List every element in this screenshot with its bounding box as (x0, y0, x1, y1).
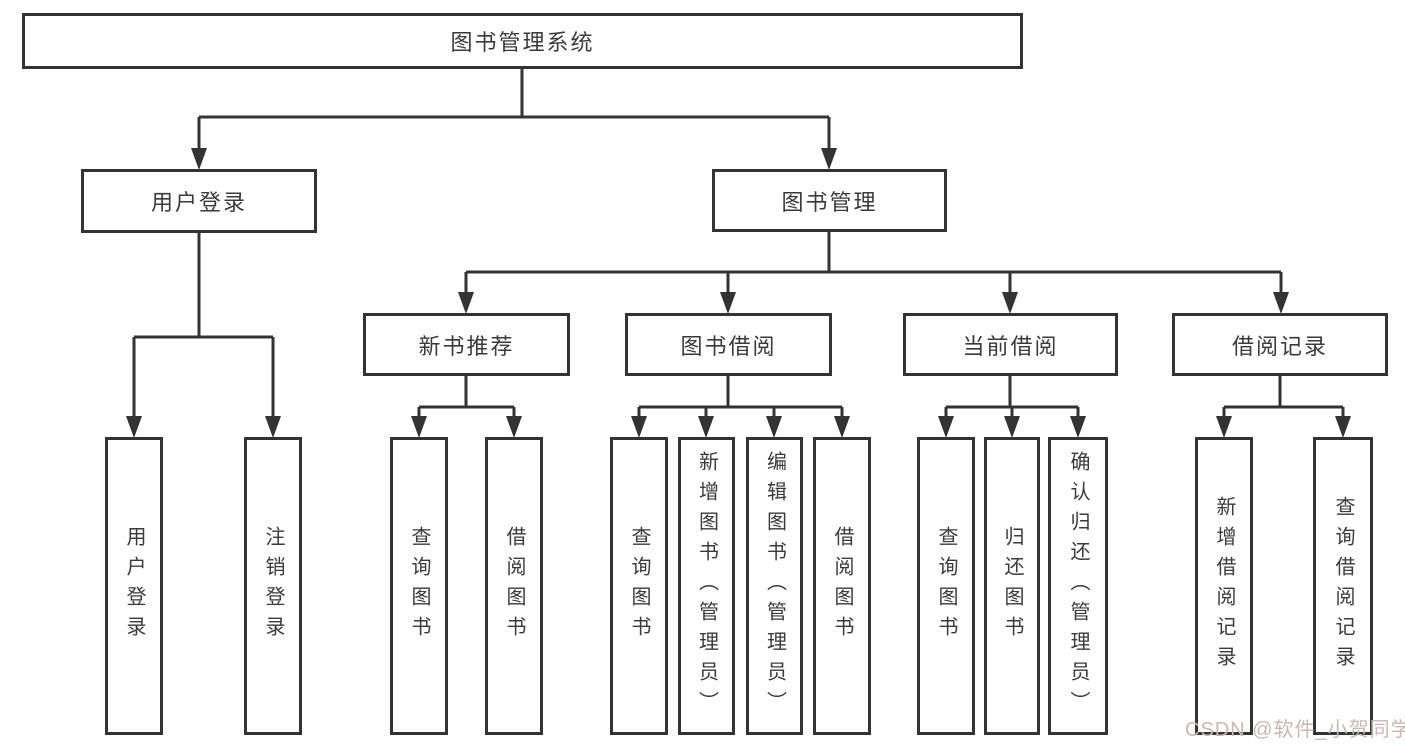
leaf-user-login: 用户登录 (105, 437, 163, 735)
leaf-recommend-borrow-books: 借阅图书 (485, 437, 543, 735)
node-library-management-system: 图书管理系统 (22, 13, 1023, 69)
node-label: 借阅图书 (503, 526, 525, 646)
csdn-watermark: CSDN @软件_小贺同学 (1185, 719, 1405, 741)
node-label: 查询图书 (628, 526, 650, 646)
node-label: 图书管理 (781, 189, 878, 215)
node-label: 用户登录 (150, 190, 247, 215)
module-new-book-recommend: 新书推荐 (363, 313, 570, 376)
node-label: 确认归还（管理员） (1067, 451, 1089, 721)
leaf-borrow-query-books: 查询图书 (610, 437, 668, 735)
branch-book-management: 图书管理 (712, 169, 947, 232)
branch-user-login: 用户登录 (81, 169, 317, 233)
node-label: 查询图书 (935, 526, 957, 646)
connector-book-management-to-modules (458, 232, 1289, 314)
leaf-borrow-borrow-books: 借阅图书 (813, 437, 871, 735)
leaf-logout: 注销登录 (244, 437, 302, 735)
node-label: 用户登录 (123, 526, 145, 646)
connector-new-book-recommend-children (411, 376, 522, 438)
node-label: 借阅图书 (831, 526, 853, 646)
connector-root-to-level2 (191, 69, 837, 170)
leaf-borrow-edit-books-admin: 编辑图书（管理员） (746, 437, 803, 735)
module-book-borrow: 图书借阅 (625, 313, 832, 376)
connector-borrow-records-children (1216, 376, 1351, 438)
node-label: 当前借阅 (962, 333, 1059, 359)
node-label: 新增借阅记录 (1213, 496, 1235, 676)
node-label: 新书推荐 (418, 333, 515, 359)
node-label: 查询借阅记录 (1332, 496, 1354, 676)
node-label: 图书管理系统 (450, 30, 595, 55)
module-current-borrow: 当前借阅 (903, 313, 1118, 376)
node-label: 注销登录 (262, 526, 284, 646)
node-label: 查询图书 (408, 526, 430, 646)
connector-book-borrow-children (631, 376, 850, 438)
leaf-records-query-borrow-record: 查询借阅记录 (1313, 437, 1373, 735)
module-borrow-records: 借阅记录 (1172, 313, 1388, 376)
node-label: 编辑图书（管理员） (763, 451, 786, 721)
node-label: 图书借阅 (680, 333, 777, 359)
node-label: 借阅记录 (1231, 333, 1328, 359)
connector-current-borrow-children (938, 376, 1086, 438)
node-label: 新增图书（管理员） (695, 451, 718, 721)
leaf-records-add-borrow-record: 新增借阅记录 (1195, 437, 1253, 735)
leaf-current-confirm-return-admin: 确认归还（管理员） (1048, 437, 1108, 735)
leaf-borrow-add-books-admin: 新增图书（管理员） (678, 437, 735, 735)
connector-user-login-children (126, 233, 281, 438)
leaf-recommend-query-books: 查询图书 (390, 437, 448, 735)
leaf-current-return-books: 归还图书 (984, 437, 1040, 735)
leaf-current-query-books: 查询图书 (917, 437, 975, 735)
node-label: 归还图书 (1001, 526, 1023, 646)
